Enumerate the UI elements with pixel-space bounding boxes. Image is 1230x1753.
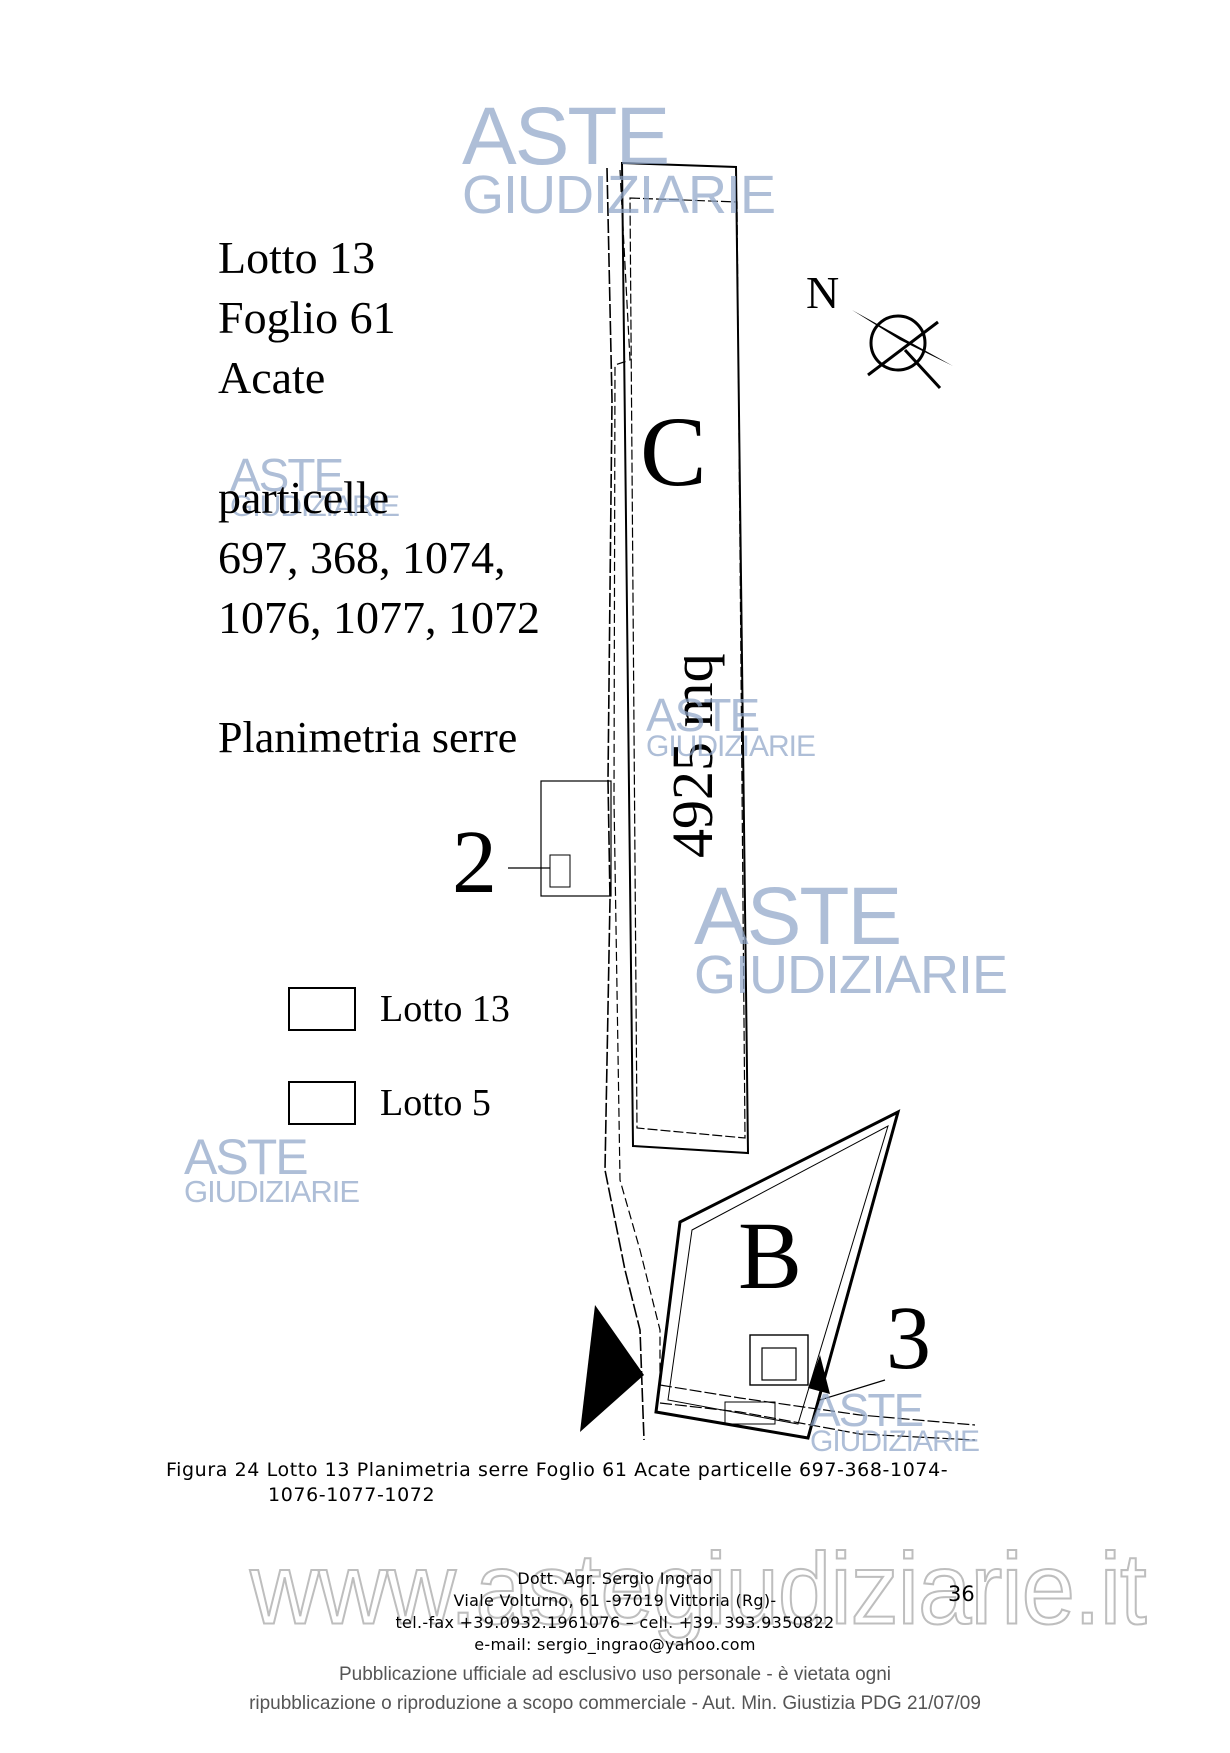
caption-line2: 1076-1077-1072: [268, 1484, 436, 1506]
parcel-b-label: B: [738, 1202, 802, 1309]
spacer: [218, 648, 540, 708]
particelle-label: particelle: [218, 472, 390, 523]
area-label: 4925 mq: [660, 653, 725, 858]
access-arrow-icon: [580, 1305, 644, 1432]
publication-notice: Pubblicazione ufficiale ad esclusivo uso…: [0, 1660, 1230, 1718]
parcel-c-outline: [620, 161, 750, 1155]
notice-line1: Pubblicazione ufficiale ad esclusivo uso…: [338, 1664, 892, 1685]
particelle-list-line1: 697, 368, 1074,: [218, 532, 506, 583]
footer-address: Viale Volturno, 61 -97019 Vittoria (Rg)-: [453, 1591, 777, 1610]
notice-line2: ripubblicazione o riproduzione a scopo c…: [249, 1693, 981, 1714]
north-arrow-circle: [869, 314, 927, 372]
legend-item-lotto-5: Lotto 5: [288, 1079, 491, 1127]
parcel-b-inner-outline: [667, 1124, 889, 1425]
access-road-left: [604, 167, 645, 1441]
spacer: [218, 408, 540, 468]
legend-swatch: [288, 1081, 356, 1125]
legend-label: Lotto 5: [380, 1082, 491, 1124]
lower-structure: [724, 1401, 776, 1425]
lot-info: Lotto 13 Foglio 61 Acate particelle 697,…: [218, 228, 540, 768]
municipality: Acate: [218, 352, 326, 403]
watermark-bottom-text: GIUDIZIARIE: [184, 1174, 360, 1209]
footer-phone: tel.-fax +39.0932.1961076 – cell. +39. 3…: [395, 1613, 835, 1632]
building-3: [749, 1334, 809, 1386]
footer-contact: Dott. Agr. Sergio Ingrao Viale Volturno,…: [0, 1568, 1230, 1656]
watermark-aste-3: ASTE GIUDIZIARIE: [646, 689, 816, 764]
watermark-bottom-text: GIUDIZIARIE: [462, 164, 776, 225]
entrance-arrow-small: [808, 1355, 830, 1394]
watermark-bottom-text: GIUDIZIARIE: [230, 490, 400, 524]
watermark-bottom-text: GIUDIZIARIE: [694, 944, 1008, 1005]
legend-label: Lotto 13: [380, 988, 510, 1030]
figure-caption: Figura 24 Lotto 13 Planimetria serre Fog…: [166, 1458, 1066, 1508]
parcel-c-label: C: [640, 396, 707, 507]
watermark-bottom-text: GIUDIZIARIE: [810, 1425, 980, 1459]
watermark-top-text: ASTE: [646, 689, 760, 741]
watermark-aste-2: ASTE GIUDIZIARIE: [230, 449, 400, 524]
watermark-aste-5: ASTE GIUDIZIARIE: [184, 1129, 360, 1210]
sheet-number: Foglio 61: [218, 292, 396, 343]
legend-swatch: [288, 987, 356, 1031]
marker-3-leader: [819, 1379, 886, 1401]
north-arrow-shaft: [867, 320, 939, 377]
building-3-inner: [761, 1347, 797, 1381]
watermark-aste-6: ASTE GIUDIZIARIE: [810, 1384, 980, 1459]
building-2: [540, 780, 612, 897]
north-arrow-icon: [852, 310, 953, 366]
watermark-bottom-text: GIUDIZIARIE: [646, 730, 816, 764]
caption-line1: Figura 24 Lotto 13 Planimetria serre Fog…: [166, 1459, 949, 1481]
page-number: 36: [948, 1582, 975, 1606]
north-label: N: [806, 267, 839, 318]
watermark-aste-4: ASTE GIUDIZIARIE: [694, 871, 1008, 1006]
parcel-b-outline: [654, 1109, 901, 1440]
watermark-top-text: ASTE: [462, 91, 670, 182]
north-arrow-tail: [903, 348, 942, 390]
plan-subtitle: Planimetria serre: [218, 713, 518, 762]
footer-email: e-mail: sergio_ingrao@yahoo.com: [474, 1635, 756, 1654]
watermark-top-text: ASTE: [810, 1384, 924, 1436]
lot-number: Lotto 13: [218, 232, 376, 283]
watermark-top-text: ASTE: [694, 871, 902, 962]
access-road-right: [613, 169, 661, 1380]
parcel-c-inner-outline: [629, 197, 746, 1139]
marker-2-label: 2: [452, 813, 497, 912]
footer-name: Dott. Agr. Sergio Ingrao: [517, 1569, 713, 1588]
watermark-top-text: ASTE: [184, 1129, 309, 1185]
site-watermark: www.astegiudiziarie.it: [249, 1532, 1148, 1646]
lower-road-top: [659, 1384, 976, 1426]
watermark-aste-1: ASTE GIUDIZIARIE: [462, 91, 776, 226]
building-2-inner: [549, 854, 571, 888]
marker-3-label: 3: [886, 1289, 931, 1388]
watermark-top-text: ASTE: [230, 449, 344, 501]
legend-item-lotto-13: Lotto 13: [288, 985, 510, 1033]
lower-road-bottom: [659, 1402, 976, 1441]
particelle-list-line2: 1076, 1077, 1072: [218, 592, 540, 643]
